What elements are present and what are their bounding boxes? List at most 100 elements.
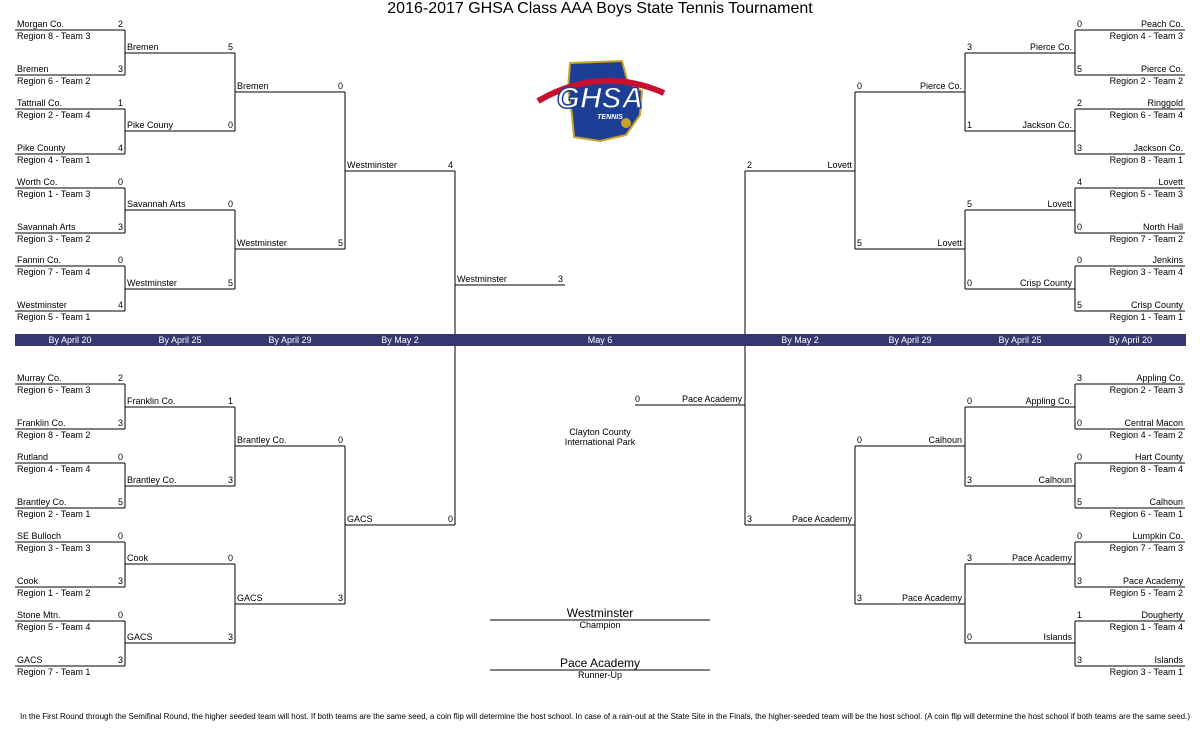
- team-seed: Region 6 - Team 3: [17, 385, 91, 395]
- team-score: 0: [1077, 418, 1083, 428]
- team-score: 1: [967, 120, 973, 130]
- team-score: 0: [967, 632, 973, 642]
- team-score: 0: [117, 452, 123, 462]
- team-seed: Region 4 - Team 4: [17, 464, 91, 474]
- team-seed: Region 5 - Team 2: [1109, 588, 1183, 598]
- team-score: 5: [337, 238, 343, 248]
- team-score: 5: [227, 278, 233, 288]
- team-score: 0: [337, 435, 343, 445]
- team-score: 2: [747, 160, 753, 170]
- team-seed: Region 8 - Team 3: [17, 31, 91, 41]
- team-score: 0: [117, 531, 123, 541]
- schedule-label: By May 2: [381, 335, 419, 345]
- team-score: 3: [1077, 373, 1083, 383]
- team-name: Hart County: [1134, 452, 1183, 462]
- schedule-banner: By April 20 By April 25 By April 29 By May …: [15, 334, 1186, 346]
- team-name: GACS: [17, 655, 43, 665]
- team-seed: Region 1 - Team 1: [1109, 312, 1183, 322]
- team-score: 0: [857, 435, 863, 445]
- team-name: Crisp County: [1019, 278, 1072, 288]
- runner-up-label: Runner-Up: [577, 670, 623, 680]
- champion-label: Champion: [579, 620, 621, 630]
- finalist-name: Pace Academy: [681, 394, 742, 404]
- team-name: Calhoun: [1038, 475, 1072, 485]
- team-seed: Region 7 - Team 1: [17, 667, 91, 677]
- finalist-score: 0: [635, 394, 641, 404]
- team-name: Lumpkin Co.: [1132, 531, 1183, 541]
- team-score: 0: [1077, 19, 1083, 29]
- team-name: Peach Co.: [1140, 19, 1183, 29]
- team-name: North Hall: [1142, 222, 1183, 232]
- team-name: Murray Co.: [17, 373, 62, 383]
- team-name: Tattnall Co.: [17, 98, 63, 108]
- team-score: 3: [967, 475, 973, 485]
- team-score: 3: [1077, 576, 1083, 586]
- team-seed: Region 1 - Team 4: [1109, 622, 1183, 632]
- team-score: 3: [967, 553, 973, 563]
- team-score: 3: [227, 632, 233, 642]
- team-score: 0: [857, 81, 863, 91]
- team-seed: Region 4 - Team 1: [17, 155, 91, 165]
- schedule-label: By April 20: [1108, 335, 1153, 345]
- team-name: SE Bulloch: [17, 531, 62, 541]
- team-name: Westminster: [127, 278, 177, 288]
- team-score: 0: [1077, 452, 1083, 462]
- team-score: 0: [967, 396, 973, 406]
- team-name: Westminster: [347, 160, 397, 170]
- team-name: Cook: [127, 553, 149, 563]
- team-name: Savannah Arts: [127, 199, 186, 209]
- team-seed: Region 2 - Team 2: [1109, 76, 1183, 86]
- team-name: GACS: [237, 593, 263, 603]
- team-seed: Region 1 - Team 2: [17, 588, 91, 598]
- team-name: Pike County: [17, 143, 66, 153]
- team-name: Worth Co.: [17, 177, 58, 187]
- team-name: Bremen: [17, 64, 49, 74]
- ghsa-logo: GHSA TENNIS: [530, 55, 670, 145]
- team-score: 3: [747, 514, 753, 524]
- team-seed: Region 2 - Team 3: [1109, 385, 1183, 395]
- team-score: 3: [117, 64, 123, 74]
- team-seed: Region 7 - Team 2: [1109, 234, 1183, 244]
- team-score: 5: [1077, 497, 1083, 507]
- team-score: 3: [117, 222, 123, 232]
- team-score: 0: [227, 199, 233, 209]
- team-score: 2: [1077, 98, 1083, 108]
- team-name: Rutland: [17, 452, 49, 462]
- team-score: 3: [967, 42, 973, 52]
- team-name: Appling Co.: [1025, 396, 1072, 406]
- team-seed: Region 2 - Team 4: [17, 110, 91, 120]
- team-score: 3: [337, 593, 343, 603]
- venue-line-1: Clayton County: [569, 427, 631, 437]
- schedule-label: By May 2: [781, 335, 819, 345]
- team-seed: Region 3 - Team 1: [1109, 667, 1183, 677]
- team-name: Islands: [1154, 655, 1183, 665]
- team-name: Pace Academy: [1011, 553, 1072, 563]
- team-name: Pierce Co.: [1140, 64, 1183, 74]
- team-name: Pace Academy: [901, 593, 962, 603]
- team-seed: Region 8 - Team 1: [1109, 155, 1183, 165]
- team-score: 4: [117, 143, 123, 153]
- team-score: 1: [227, 396, 233, 406]
- team-score: 3: [1077, 143, 1083, 153]
- team-name: Jenkins: [1152, 255, 1183, 265]
- team-score: 3: [117, 655, 123, 665]
- team-score: 5: [1077, 300, 1083, 310]
- team-seed: Region 5 - Team 1: [17, 312, 91, 322]
- team-name: Dougherty: [1141, 610, 1183, 620]
- team-seed: Region 7 - Team 3: [1109, 543, 1183, 553]
- finalist-score: 3: [557, 274, 563, 284]
- team-name: Savannah Arts: [17, 222, 76, 232]
- team-seed: Region 2 - Team 1: [17, 509, 91, 519]
- team-name: Bremen: [237, 81, 269, 91]
- team-seed: Region 3 - Team 2: [17, 234, 91, 244]
- team-seed: Region 7 - Team 4: [17, 267, 91, 277]
- team-seed: Region 6 - Team 2: [17, 76, 91, 86]
- team-name: Islands: [1043, 632, 1072, 642]
- team-name: Central Macon: [1124, 418, 1183, 428]
- schedule-label: By April 29: [888, 335, 932, 345]
- team-name: Stone Mtn.: [17, 610, 61, 620]
- schedule-label: By April 25: [998, 335, 1042, 345]
- team-name: Cook: [17, 576, 39, 586]
- team-seed: Region 4 - Team 2: [1109, 430, 1183, 440]
- team-name: Lovett: [1158, 177, 1183, 187]
